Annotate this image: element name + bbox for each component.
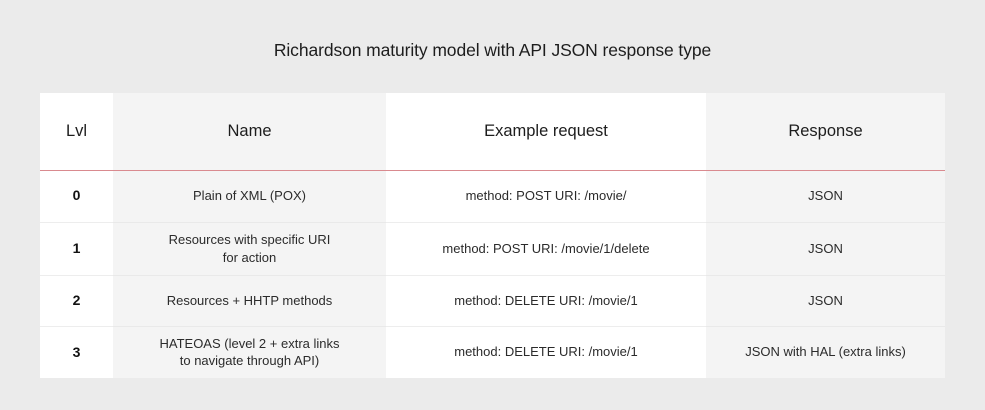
cell-level: 2 bbox=[40, 275, 113, 327]
cell-example-request: method: POST URI: /movie/ bbox=[386, 170, 706, 223]
cell-name: HATEOAS (level 2 + extra links to naviga… bbox=[113, 326, 386, 379]
cell-name-line-1: Resources with specific URI bbox=[168, 231, 331, 247]
cell-response: JSON bbox=[706, 222, 945, 276]
cell-response: JSON bbox=[706, 275, 945, 327]
cell-example-request: method: DELETE URI: /movie/1 bbox=[386, 275, 706, 327]
column-header-name: Name bbox=[113, 93, 386, 171]
cell-name: Resources + HHTP methods bbox=[113, 275, 386, 327]
cell-response: JSON bbox=[706, 170, 945, 223]
cell-level: 0 bbox=[40, 170, 113, 223]
cell-name-line-1: Resources + HHTP methods bbox=[166, 292, 333, 308]
cell-name-line-1: HATEOAS (level 2 + extra links bbox=[159, 335, 340, 351]
cell-response: JSON with HAL (extra links) bbox=[706, 326, 945, 379]
cell-example-request: method: DELETE URI: /movie/1 bbox=[386, 326, 706, 379]
table-row: 2 Resources + HHTP methods method: DELET… bbox=[40, 275, 945, 327]
table-header: Lvl Name Example request Response bbox=[40, 93, 945, 171]
cell-level: 1 bbox=[40, 222, 113, 276]
cell-name: Resources with specific URI for action bbox=[113, 222, 386, 276]
table-row: 0 Plain of XML (POX) method: POST URI: /… bbox=[40, 170, 945, 223]
cell-name-line-1: Plain of XML (POX) bbox=[193, 188, 306, 204]
column-header-lvl: Lvl bbox=[40, 93, 113, 171]
column-header-example-request: Example request bbox=[386, 93, 706, 171]
maturity-table-container: Lvl Name Example request Response 0 Plai… bbox=[40, 93, 945, 379]
cell-name: Plain of XML (POX) bbox=[113, 170, 386, 223]
cell-level: 3 bbox=[40, 326, 113, 379]
page-title: Richardson maturity model with API JSON … bbox=[273, 40, 712, 60]
richardson-maturity-table: Lvl Name Example request Response 0 Plai… bbox=[40, 93, 945, 379]
column-header-response: Response bbox=[706, 93, 945, 171]
cell-name-line-2: for action bbox=[222, 249, 277, 265]
cell-name-line-2: to navigate through API) bbox=[179, 353, 320, 369]
table-row: 1 Resources with specific URI for action… bbox=[40, 222, 945, 276]
table-body: 0 Plain of XML (POX) method: POST URI: /… bbox=[40, 170, 945, 379]
table-header-row: Lvl Name Example request Response bbox=[40, 93, 945, 171]
table-row: 3 HATEOAS (level 2 + extra links to navi… bbox=[40, 326, 945, 379]
cell-example-request: method: POST URI: /movie/1/delete bbox=[386, 222, 706, 276]
